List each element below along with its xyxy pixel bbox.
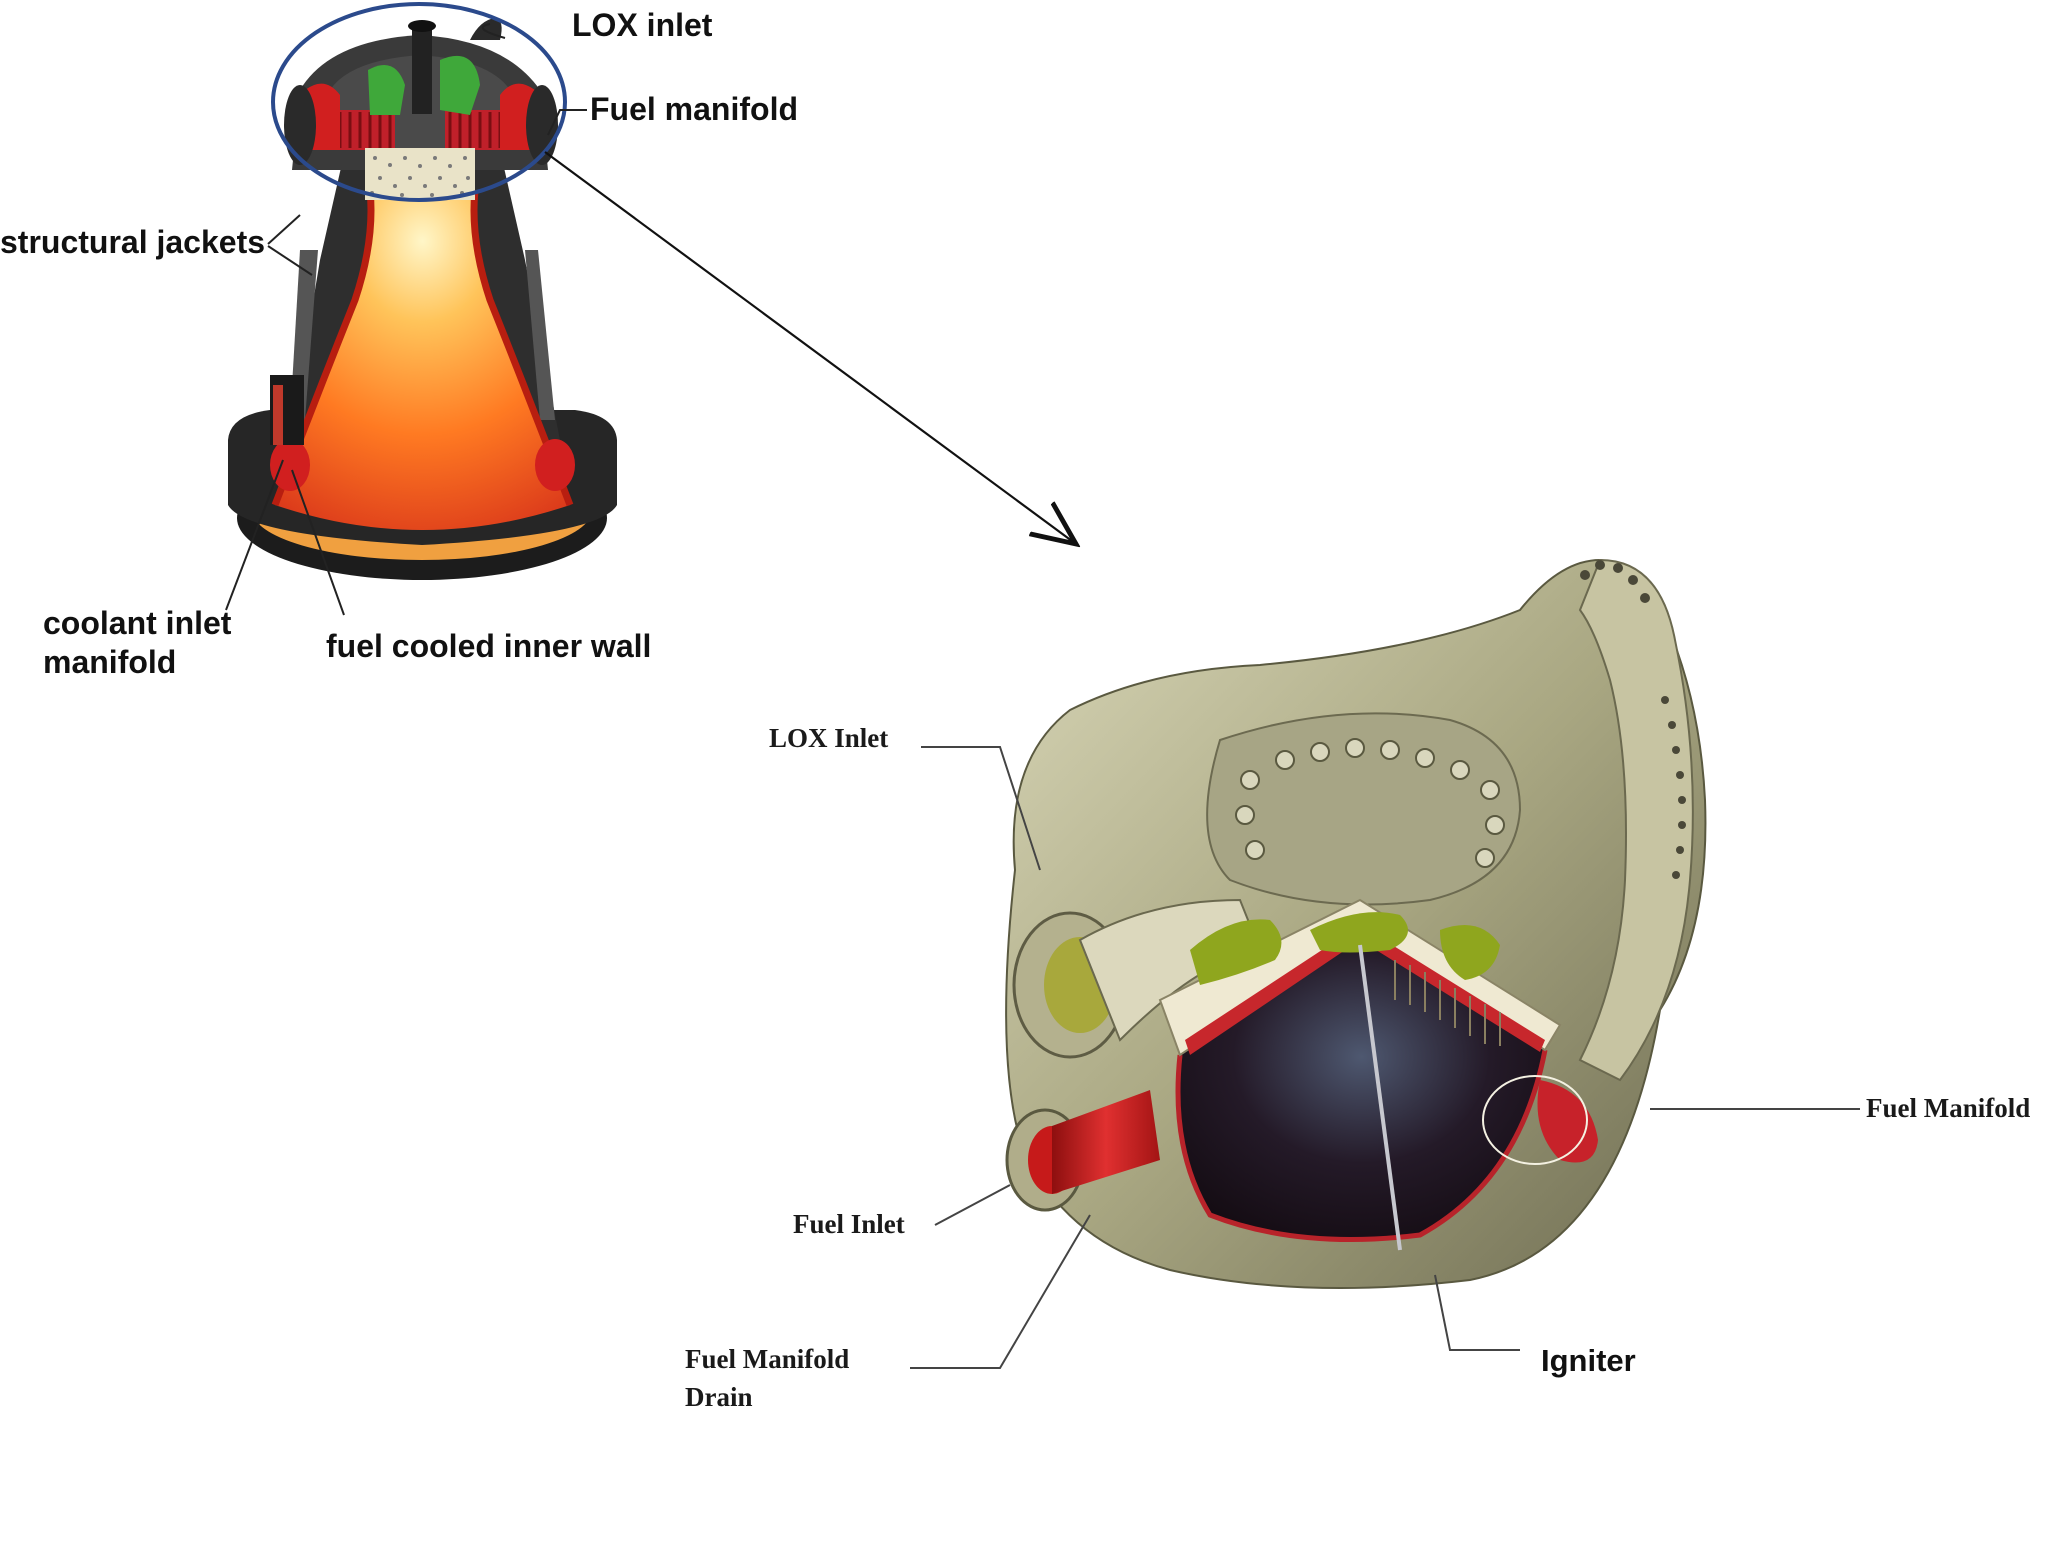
lox-inlet-pipe bbox=[412, 24, 432, 114]
label-injector-fuel-manifold-drain: Fuel Manifold Drain bbox=[685, 1344, 850, 1412]
rocket-engine-cutaway bbox=[228, 18, 617, 580]
lox-passage-right bbox=[1440, 925, 1500, 980]
label-fuel-manifold: Fuel manifold bbox=[590, 91, 798, 127]
label-injector-fuel-manifold: Fuel Manifold bbox=[1866, 1093, 2031, 1123]
spray-pattern bbox=[370, 156, 470, 197]
label-lox-inlet: LOX inlet bbox=[572, 7, 713, 43]
coolant-manifold-right bbox=[535, 439, 575, 491]
fuel-inlet-pipe bbox=[1052, 1090, 1160, 1194]
label-fuel-cooled-inner-wall: fuel cooled inner wall bbox=[326, 628, 652, 664]
label-structural-jackets: structural jackets bbox=[0, 224, 266, 260]
combustion-chamber bbox=[365, 148, 475, 200]
lox-elbow bbox=[470, 18, 502, 40]
fuel-manifold-right bbox=[500, 83, 535, 150]
zoom-arrow bbox=[544, 151, 1076, 544]
igniter-rod bbox=[1358, 944, 1402, 1251]
injector-elements-left bbox=[335, 110, 395, 150]
combustion-flame bbox=[275, 190, 570, 530]
lox-inlet-cap bbox=[408, 20, 436, 32]
coolant-pipe-red bbox=[273, 385, 283, 445]
fuel-manifold-section bbox=[1537, 1080, 1598, 1163]
inner-wall-outline bbox=[1175, 1049, 1548, 1242]
top-bolt-plate bbox=[1206, 712, 1522, 906]
injector-elements-right bbox=[445, 110, 505, 150]
combustion-bowl bbox=[1178, 935, 1545, 1240]
injector-posts-hatch bbox=[1394, 960, 1501, 1046]
label-injector-igniter: Igniter bbox=[1541, 1343, 1636, 1378]
label-coolant-inlet-manifold: coolant inlet manifold bbox=[43, 605, 232, 680]
label-injector-lox-inlet: LOX Inlet bbox=[769, 723, 889, 753]
housing-flange-left bbox=[284, 85, 316, 165]
lox-passage-left bbox=[1190, 919, 1282, 985]
highlight-ellipse bbox=[271, 2, 567, 202]
jacket-strut bbox=[525, 250, 555, 420]
manifold-highlight bbox=[1482, 1075, 1588, 1165]
engine-leader-lines bbox=[225, 23, 587, 616]
lox-passage-mid bbox=[1310, 912, 1408, 953]
lox-dome-left bbox=[368, 65, 405, 115]
fuel-manifold-tube bbox=[1578, 558, 1694, 1082]
coolant-manifold-left bbox=[270, 439, 310, 491]
lox-dome-right bbox=[440, 55, 480, 115]
top-plate-bolts bbox=[1235, 738, 1505, 868]
injector-housing-cutaway bbox=[1005, 558, 1707, 1289]
label-injector-fuel-inlet: Fuel Inlet bbox=[793, 1209, 905, 1239]
manifold-bolts bbox=[1580, 560, 1686, 879]
injector-leader-lines bbox=[910, 746, 1860, 1369]
